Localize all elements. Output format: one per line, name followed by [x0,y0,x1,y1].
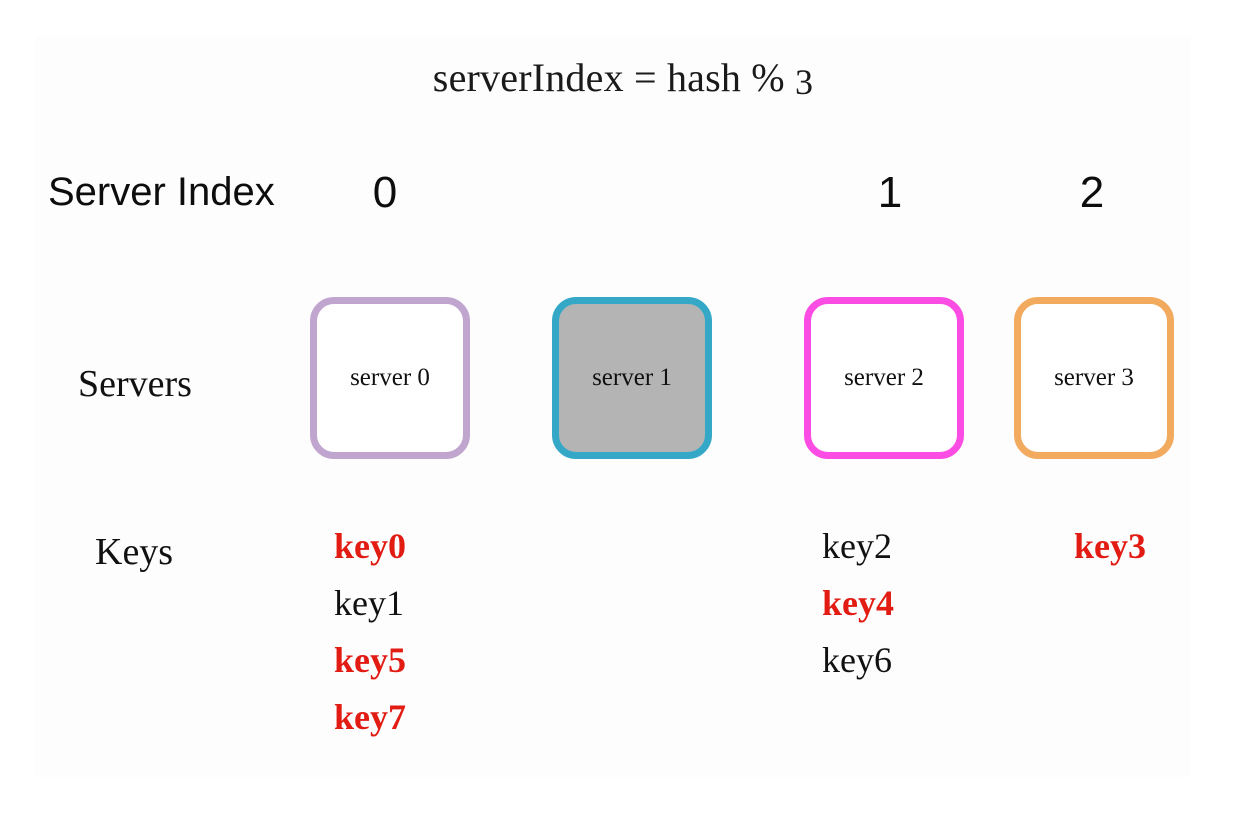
row-label-server-index: Server Index [48,170,275,214]
row-label-keys: Keys [95,531,174,573]
server-box-label-3: server 3 [1054,364,1134,391]
server-index-value-3: 2 [1079,168,1105,217]
key-item: key3 [1074,526,1146,566]
server-box-server-1[interactable]: server 1 [552,297,712,459]
keys-column-server-0: key0 key1 key5 key7 [334,518,564,746]
key-item: key4 [822,583,894,623]
key-item: key5 [334,640,406,680]
server-box-server-0[interactable]: server 0 [310,297,470,459]
server-index-value-0: 0 [372,168,398,217]
formula-title: serverIndex = hash % 3 [0,54,1246,102]
keys-column-server-3: key3 [1074,518,1246,575]
server-index-value-2: 1 [877,168,903,217]
formula-modulus: 3 [795,62,814,102]
formula-expression: serverIndex = hash % [432,55,795,100]
server-box-server-3[interactable]: server 3 [1014,297,1174,459]
key-item: key0 [334,526,406,566]
server-box-label-1: server 1 [592,364,672,391]
server-box-label-0: server 0 [350,364,430,391]
key-item: key2 [822,526,892,566]
key-item: key7 [334,697,406,737]
server-box-label-2: server 2 [844,364,924,391]
server-box-server-2[interactable]: server 2 [804,297,964,459]
key-item: key1 [334,583,404,623]
key-item: key6 [822,640,892,680]
row-label-servers: Servers [78,363,192,405]
keys-column-server-2: key2 key4 key6 [822,518,1052,689]
